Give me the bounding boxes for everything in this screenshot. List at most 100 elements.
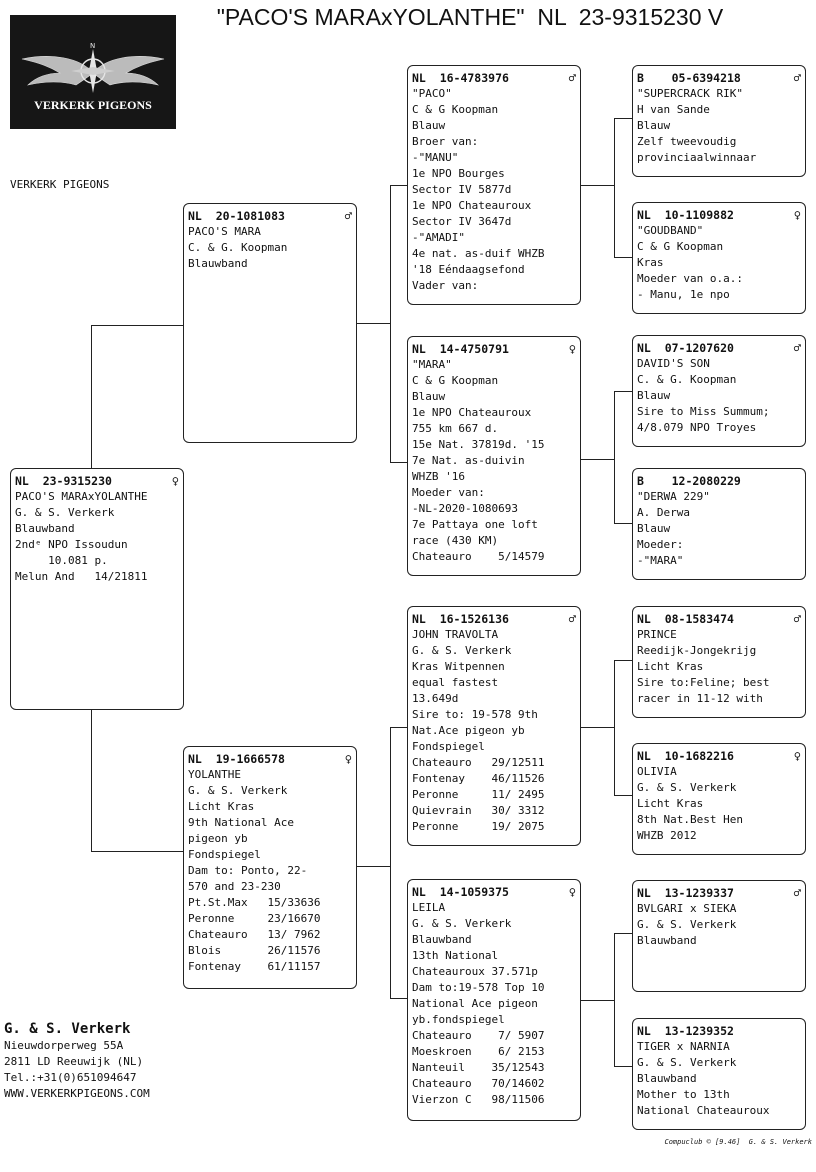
pigeon-info-line: G. & S. Verkerk (637, 918, 737, 931)
pigeon-info-line: Chateauro 70/14602 (412, 1077, 545, 1090)
pigeon-info-line: YOLANTHE (188, 768, 241, 781)
pigeon-info-line: Moeder van o.a.: (637, 272, 743, 285)
pigeon-info-line: Zelf tweevoudig (637, 135, 737, 148)
owner-website[interactable]: WWW.VERKERKPIGEONS.COM (4, 1087, 150, 1100)
pigeon-info-line: '18 Eéndaagsefond (412, 263, 525, 276)
pigeon-info-line: race (430 KM) (412, 534, 499, 547)
svg-text:N: N (90, 42, 95, 50)
pigeon-info-line: National Chateauroux (637, 1104, 770, 1117)
ring-number: NL 10-1682216 (637, 749, 734, 763)
pigeon-info-line: PACO'S MARAxYOLANTHE (15, 490, 148, 503)
ring-number: NL 20-1081083 (188, 209, 285, 223)
ring-number: NL 14-4750791 (412, 342, 509, 356)
pigeon-info-line: Fondspiegel (188, 848, 261, 861)
pigeon-info-line: National Ace pigeon (412, 997, 538, 1010)
connector-line (614, 1066, 632, 1067)
pigeon-info-line: Blauwband (637, 934, 697, 947)
pigeon-info-line: 570 and 23-230 (188, 880, 281, 893)
connector-line (614, 391, 632, 392)
sex-icon: ♀ (344, 752, 352, 766)
pigeon-info-line: "SUPERCRACK RIK" (637, 87, 743, 100)
pigeon-header: NL 10-1109882♀ (637, 207, 801, 223)
pigeon-info-line: "MARA" (412, 358, 452, 371)
pigeon-info-line: Peronne 23/16670 (188, 912, 321, 925)
pigeon-info-line: JOHN TRAVOLTA (412, 628, 499, 641)
pigeon-info-line: Mother to 13th (637, 1088, 730, 1101)
ring-number: NL 08-1583474 (637, 612, 734, 626)
pigeon-info-line: Moeder: (637, 538, 684, 551)
pigeon-info-line: Chateauro 13/ 7962 (188, 928, 321, 941)
pigeon-info-line: Blauwband (637, 1072, 697, 1085)
pigeon-info-line: G. & S. Verkerk (412, 644, 512, 657)
pigeon-info-line: DAVID'S SON (637, 357, 710, 370)
pigeon-info-line: Reedijk-Jongekrijg (637, 644, 757, 657)
owner-phone: Tel.:+31(0)651094647 (4, 1071, 137, 1084)
sex-icon: ♀ (568, 342, 576, 356)
pigeon-info-line: -"MARA" (637, 554, 684, 567)
pedigree-title: "PACO'S MARAxYOLANTHE" NL 23-9315230 V (216, 4, 724, 30)
sex-icon: ♂ (793, 71, 801, 85)
pigeon-info-line: 7e Nat. as-duivin (412, 454, 525, 467)
footer-credit: Compuclub © [9.46] G. & S. Verkerk (664, 1138, 812, 1146)
pigeon-info-line: Vader van: (412, 279, 479, 292)
pigeon-info-line: 13th National (412, 949, 499, 962)
owner-block: G. & S. Verkerk Nieuwdorperweg 55A 2811 … (4, 1020, 150, 1102)
connector-line (581, 185, 615, 186)
pigeon-info-line: Licht Kras (188, 800, 255, 813)
connector-line (614, 257, 632, 258)
pigeon-header: NL 13-1239352 (637, 1023, 801, 1039)
pigeon-info-line: Nanteuil 35/12543 (412, 1061, 545, 1074)
pigeon-info-line: Fondspiegel (412, 740, 485, 753)
pigeon-info-line: yb.fondspiegel (412, 1013, 505, 1026)
pigeon-info-line: Sector IV 5877d (412, 183, 512, 196)
pigeon-info-line: Sire to Miss Summum; (637, 405, 770, 418)
connector-line (390, 185, 407, 186)
pigeon-info-line: Blois 26/11576 (188, 944, 321, 957)
pigeon-info-line: PACO'S MARA (188, 225, 261, 238)
pigeon-info-line: C. & G. Koopman (188, 241, 288, 254)
ring-number: NL 14-1059375 (412, 885, 509, 899)
pigeon-info-line: "GOUDBAND" (637, 224, 704, 237)
pigeon-info-line: G. & S. Verkerk (15, 506, 115, 519)
sex-icon: ♂ (793, 612, 801, 626)
pigeon-info-line: PRINCE (637, 628, 677, 641)
pigeon-info-line: 1e NPO Bourges (412, 167, 505, 180)
pigeon-info-line: G. & S. Verkerk (637, 1056, 737, 1069)
pigeon-info-line: Chateauro 5/14579 (412, 550, 545, 563)
pigeon-info-line: Broer van: (412, 135, 479, 148)
pigeon-info-line: Vierzon C 98/11506 (412, 1093, 545, 1106)
pigeon-info-line: WHZB '16 (412, 470, 465, 483)
pigeon-info-line: Melun And 14/21811 (15, 570, 148, 583)
side-label: VERKERK PIGEONS (10, 178, 110, 191)
sex-icon: ♂ (568, 612, 576, 626)
ring-number: NL 13-1239352 (637, 1024, 734, 1038)
pigeon-info-line: BVLGARI x SIEKA (637, 902, 737, 915)
pigeon-info-line: -"MANU" (412, 151, 459, 164)
pigeon-info-line: Blauwband (412, 933, 472, 946)
pigeon-info-line: Chateauro 7/ 5907 (412, 1029, 545, 1042)
sex-icon: ♀ (793, 208, 801, 222)
connector-line (614, 118, 632, 119)
connector-line (357, 323, 391, 324)
pigeon-info-line: TIGER x NARNIA (637, 1040, 730, 1053)
sex-icon: ♂ (568, 71, 576, 85)
pigeon-info-line: Blauw (637, 389, 671, 402)
pigeon-header: NL 14-1059375♀ (412, 884, 576, 900)
pigeon-info-line: Dam to: Ponto, 22- (188, 864, 308, 877)
pigeon-info-line: Blauw (637, 119, 671, 132)
sex-icon: ♀ (171, 474, 179, 488)
pigeon-info-line: WHZB 2012 (637, 829, 697, 842)
pigeon-info-line: Moeder van: (412, 486, 485, 499)
connector-line (614, 523, 632, 524)
pigeon-info-line: Kras (637, 256, 664, 269)
pigeon-info-line: A. Derwa (637, 506, 690, 519)
ring-number: NL 13-1239337 (637, 886, 734, 900)
pigeon-info-line: -"AMADI" (412, 231, 465, 244)
connector-line (91, 325, 92, 470)
pigeon-info-line: 13.649d (412, 692, 459, 705)
connector-line (390, 462, 407, 463)
